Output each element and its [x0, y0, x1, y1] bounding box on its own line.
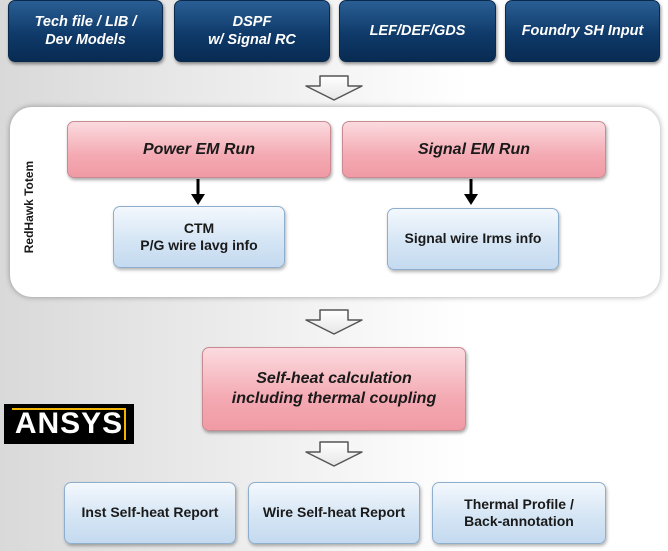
ctm-pg-wire-box: CTM P/G wire Iavg info [113, 206, 285, 268]
input-dspf: DSPF w/ Signal RC [174, 0, 330, 62]
wire-self-heat-report-label: Wire Self-heat Report [262, 504, 406, 521]
wire-self-heat-report-box: Wire Self-heat Report [248, 482, 420, 544]
self-heat-line2: including thermal coupling [231, 390, 437, 407]
arrow-signal-to-irms-icon [464, 179, 478, 205]
pg-wire-iavg-label: P/G wire Iavg info [140, 237, 258, 253]
input-foundry-sh-label: Foundry SH Input [521, 22, 644, 39]
arrow-down-icon-panel [305, 309, 363, 335]
self-heat-calculation-box: Self-heat calculation including thermal … [202, 347, 466, 431]
arrow-power-to-ctm-icon [191, 179, 205, 205]
input-foundry-sh: Foundry SH Input [505, 0, 660, 62]
input-tech-file-line2: Dev Models [45, 32, 126, 48]
ctm-label: CTM [183, 219, 215, 236]
ansys-logo-text: ANSYS [14, 407, 124, 440]
signal-em-run-label: Signal EM Run [418, 140, 530, 158]
thermal-profile-line2: Back-annotation [464, 513, 574, 529]
input-lef-def-gds-label: LEF/DEF/GDS [369, 22, 466, 39]
self-heat-line1: Self-heat calculation [256, 370, 412, 387]
arrow-down-icon-selfheat [305, 441, 363, 467]
signal-em-run-box: Signal EM Run [342, 121, 606, 178]
inst-self-heat-report-label: Inst Self-heat Report [81, 504, 219, 521]
power-em-run-label: Power EM Run [142, 140, 255, 158]
signal-wire-irms-label: Signal wire Irms info [404, 230, 542, 247]
inst-self-heat-report-box: Inst Self-heat Report [64, 482, 236, 544]
input-tech-file: Tech file / LIB / Dev Models [8, 0, 163, 62]
signal-wire-irms-box: Signal wire Irms info [387, 208, 559, 270]
input-tech-file-line1: Tech file / LIB / [34, 13, 137, 30]
input-dspf-line2: w/ Signal RC [208, 32, 296, 48]
ansys-logo-accent [12, 408, 126, 440]
thermal-profile-line1: Thermal Profile / [464, 495, 574, 512]
input-dspf-line1: DSPF [232, 13, 272, 30]
ansys-logo: ANSYS [4, 404, 134, 444]
arrow-down-icon-inputs [305, 75, 363, 101]
thermal-profile-box: Thermal Profile / Back-annotation [432, 482, 606, 544]
power-em-run-box: Power EM Run [67, 121, 331, 178]
input-lef-def-gds: LEF/DEF/GDS [339, 0, 496, 62]
